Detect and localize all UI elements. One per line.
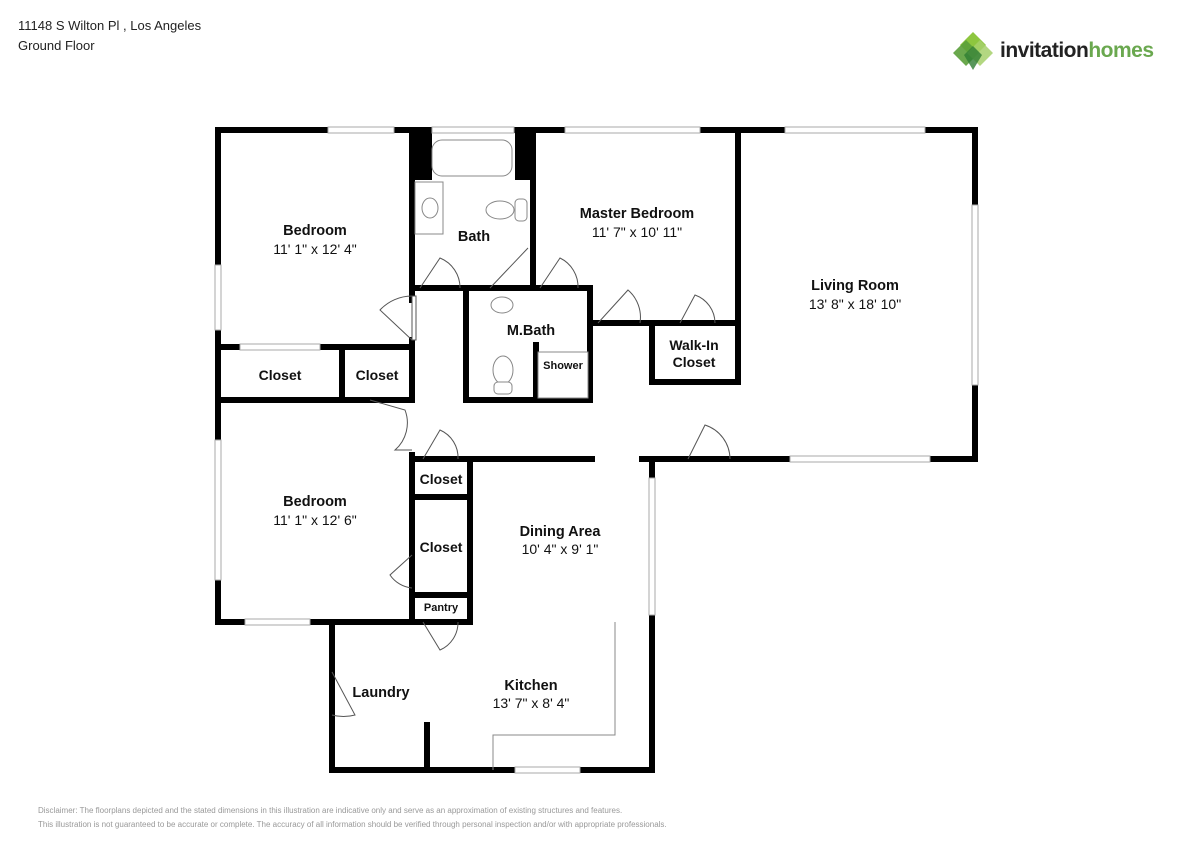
room-closet3-name: Closet xyxy=(419,471,463,487)
room-shower-name: Shower xyxy=(543,360,583,372)
room-kitchen-name: Kitchen xyxy=(504,678,558,694)
windows xyxy=(214,126,979,774)
bathtub xyxy=(431,139,513,177)
room-bedroom2-dims: 11' 1" x 12' 6" xyxy=(273,512,357,528)
mbath-toilet xyxy=(492,355,514,385)
room-living-name: Living Room xyxy=(811,278,899,294)
tub-walls xyxy=(412,130,535,180)
doors xyxy=(331,247,731,717)
room-closet2-name: Closet xyxy=(355,367,399,383)
room-mbath-name: M.Bath xyxy=(506,323,556,339)
disclaimer-line2: This illustration is not guaranteed to b… xyxy=(38,820,667,829)
room-master-dims: 11' 7" x 10' 11" xyxy=(591,224,683,240)
room-bedroom2-name: Bedroom xyxy=(283,494,347,510)
logo-text-homes: homes xyxy=(1088,39,1154,62)
brand-logo: invitationhomes xyxy=(952,30,1154,72)
mbath-sink xyxy=(490,296,514,314)
room-bedroom1-name: Bedroom xyxy=(283,223,347,239)
room-bath-name: Bath xyxy=(457,229,491,245)
room-closet1-name: Closet xyxy=(258,367,302,383)
floor-name: Ground Floor xyxy=(18,38,95,53)
bath-sink xyxy=(421,197,439,219)
disclaimer-line1: Disclaimer: The floorplans depicted and … xyxy=(38,806,623,815)
kitchen-counter xyxy=(492,622,616,770)
room-closet4-name: Closet xyxy=(419,539,463,555)
address: 11148 S Wilton Pl , Los Angeles xyxy=(18,18,202,33)
room-walkin-line2: Closet xyxy=(672,354,716,370)
shower-pan xyxy=(537,351,589,399)
bath-toilet xyxy=(485,200,515,220)
room-living-dims: 13' 8" x 18' 10" xyxy=(808,296,902,312)
room-dining-dims: 10' 4" x 9' 1" xyxy=(521,541,599,557)
room-pantry-name: Pantry xyxy=(423,602,459,614)
room-bedroom1-dims: 11' 1" x 12' 4" xyxy=(273,241,357,257)
room-dining-name: Dining Area xyxy=(519,524,601,540)
room-master-name: Master Bedroom xyxy=(579,206,695,222)
room-laundry-name: Laundry xyxy=(352,685,410,701)
logo-text-invitation: invitation xyxy=(1000,39,1089,62)
fixtures xyxy=(414,139,616,770)
room-kitchen-dims: 13' 7" x 8' 4" xyxy=(492,695,570,711)
logo-mark-icon xyxy=(953,32,993,70)
room-walkin-line1: Walk-In xyxy=(669,337,719,353)
